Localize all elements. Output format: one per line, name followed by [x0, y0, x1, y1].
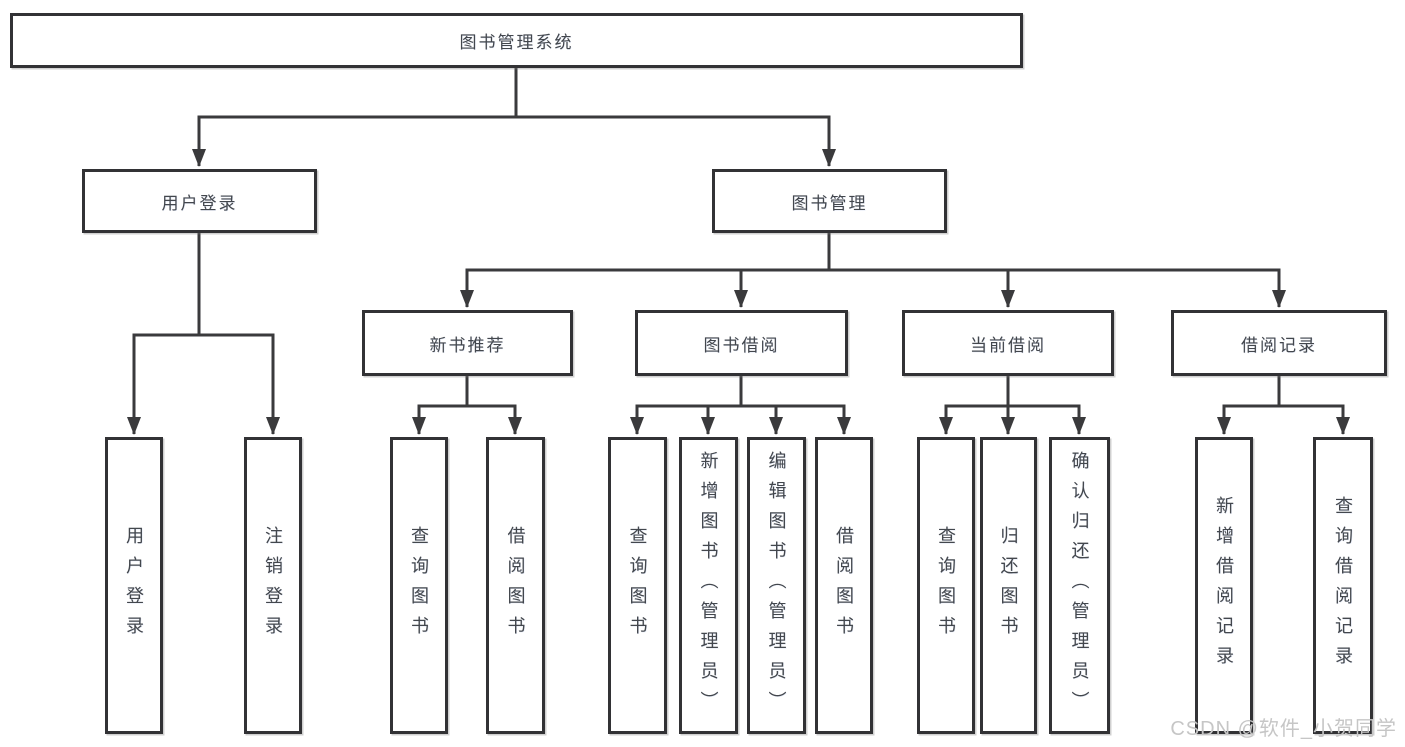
node-label: 新书推荐 [429, 335, 506, 355]
node-label: 新增图书（管理员） [698, 450, 719, 721]
node-add-borrow-record: 新增借阅记录 [1195, 437, 1253, 734]
connector-arrow [1277, 376, 1350, 435]
node-query-borrow-record: 查询借阅记录 [1313, 437, 1373, 734]
connector-arrow [192, 68, 518, 167]
node-label: 用户登录 [124, 525, 144, 646]
node-query-book-2: 查询图书 [608, 437, 667, 734]
watermark-text: CSDN @软件_小贺同学 [1170, 718, 1397, 740]
connector-arrow [1217, 376, 1281, 435]
node-label: 借阅图书 [505, 525, 526, 646]
connector-arrow [1006, 376, 1086, 435]
node-query-book-3: 查询图书 [917, 437, 975, 734]
node-borrow-book-2: 借阅图书 [815, 437, 873, 734]
node-label: 图书管理系统 [459, 33, 574, 52]
connector-arrow [412, 376, 469, 435]
node-label: 查询图书 [936, 525, 956, 646]
node-label: 图书管理 [791, 193, 868, 213]
node-book-borrow: 图书借阅 [635, 310, 848, 376]
node-user-login-menu: 用户登录 [82, 169, 317, 233]
node-borrow-book-1: 借阅图书 [486, 437, 545, 734]
edges-group [127, 68, 1350, 435]
connector-arrow [465, 376, 522, 435]
connector-arrow [514, 68, 836, 167]
connector-arrow [630, 376, 743, 435]
node-root: 图书管理系统 [10, 13, 1023, 68]
node-label: 确认归还（管理员） [1069, 450, 1090, 721]
node-label: 编辑图书（管理员） [766, 450, 787, 721]
node-confirm-return-admin: 确认归还（管理员） [1049, 437, 1110, 734]
node-label: 图书借阅 [703, 335, 780, 355]
node-label: 借阅图书 [834, 525, 854, 646]
connector-arrow [197, 233, 280, 435]
node-return-book: 归还图书 [980, 437, 1037, 734]
node-label: 新增借阅记录 [1214, 495, 1234, 676]
connector-arrow [701, 376, 743, 435]
node-label: 查询图书 [409, 525, 429, 646]
connector-arrow [127, 233, 201, 435]
node-edit-book-admin: 编辑图书（管理员） [747, 437, 806, 734]
node-label: 借阅记录 [1241, 335, 1317, 355]
node-current-borrow: 当前借阅 [902, 310, 1114, 376]
node-login: 用户登录 [105, 437, 163, 734]
connector-arrow [739, 376, 783, 435]
node-book-mgmt: 图书管理 [712, 169, 947, 233]
connector-arrow [827, 233, 1015, 308]
node-logout: 注销登录 [244, 437, 302, 734]
node-label: 当前借阅 [970, 335, 1046, 355]
connector-arrow [939, 376, 1010, 435]
node-add-book-admin: 新增图书（管理员） [679, 437, 738, 734]
node-label: 查询借阅记录 [1333, 495, 1353, 676]
connector-arrow [460, 233, 831, 308]
node-query-book-1: 查询图书 [390, 437, 448, 734]
node-label: 注销登录 [263, 525, 283, 646]
node-new-book-rec: 新书推荐 [362, 310, 573, 376]
node-label: 查询图书 [627, 525, 648, 646]
connector-arrow [739, 376, 851, 435]
node-label: 用户登录 [161, 193, 238, 213]
connector-arrow [827, 233, 1286, 308]
node-label: 归还图书 [998, 525, 1019, 646]
connector-arrow [734, 233, 831, 308]
node-borrow-records: 借阅记录 [1171, 310, 1387, 376]
